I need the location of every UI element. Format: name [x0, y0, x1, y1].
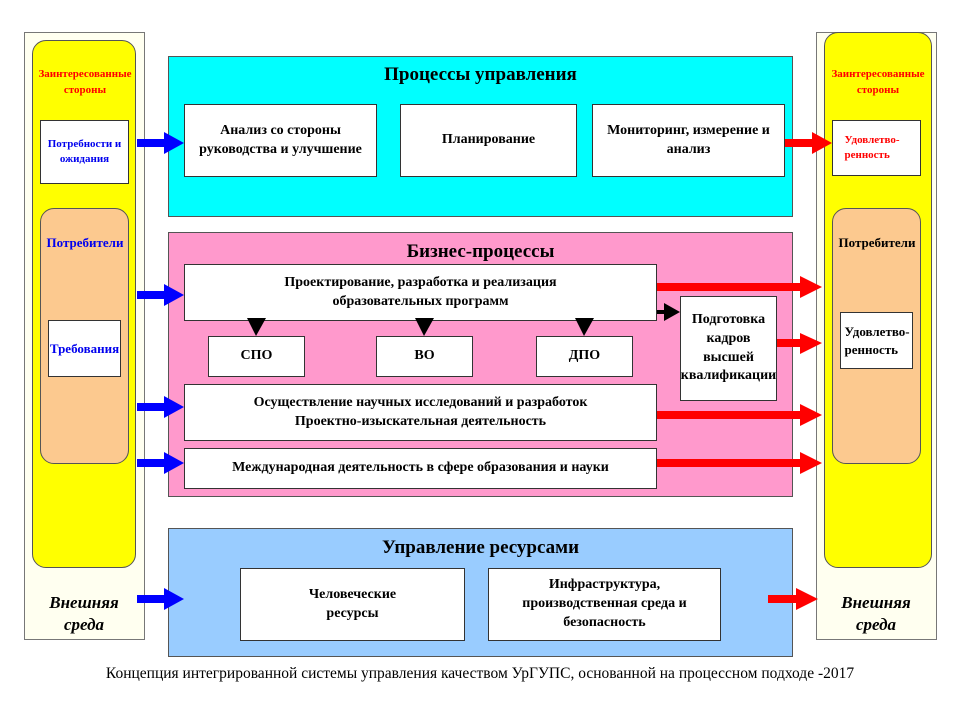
- vo-box: ВО: [376, 336, 473, 377]
- left-consumers-label: Потребители: [46, 235, 124, 250]
- design-label: Проектирование, разработка и реализация …: [284, 274, 557, 309]
- down-arrow-dpo: [575, 318, 594, 336]
- input-arrow: [137, 132, 184, 154]
- research-label: Осуществление научных исследований и раз…: [253, 394, 588, 429]
- down-arrow-vo: [415, 318, 434, 336]
- monitoring-label: Мониторинг, измерение и анализ: [607, 122, 770, 157]
- monitoring-box: Мониторинг, измерение и анализ: [592, 104, 785, 177]
- right-stakeholders-label: Заинтересованные стороны: [831, 67, 925, 97]
- spo-label: СПО: [240, 348, 273, 364]
- planning-label: Планирование: [441, 132, 536, 148]
- internal-arrows: [247, 303, 680, 336]
- output-arrow: [657, 452, 822, 474]
- output-arrows: [657, 132, 832, 610]
- right-consumers-label: Потребители: [838, 235, 916, 250]
- left-needs-label: Потребности и ожидания: [47, 138, 122, 165]
- output-arrow: [785, 132, 832, 154]
- input-arrow: [137, 588, 184, 610]
- dpo-label: ДПО: [568, 348, 601, 364]
- input-arrows: [137, 132, 184, 610]
- infrastructure-box: Инфраструктура, производственная среда и…: [488, 568, 721, 641]
- left-stakeholders-label: Заинтересованные стороны: [38, 67, 132, 97]
- right-satisfaction-top-label: Удовлетво-ренность: [844, 134, 900, 161]
- output-arrow: [657, 276, 822, 298]
- input-arrow: [137, 284, 184, 306]
- output-arrow: [768, 588, 818, 610]
- design-box: Проектирование, разработка и реализация …: [184, 264, 657, 321]
- dpo-box: ДПО: [536, 336, 633, 377]
- training-box: Подготовка кадров высшей квалификации: [680, 296, 777, 401]
- infrastructure-label: Инфраструктура, производственная среда и…: [522, 577, 687, 630]
- output-arrow: [657, 404, 822, 426]
- right-satisfaction-label: Удовлетво-ренность: [844, 323, 910, 357]
- left-requirements-label: Требования: [49, 340, 120, 356]
- right-satisfaction-top-box: Удовлетво-ренность: [832, 120, 921, 176]
- human-resources-label: Человеческие ресурсы: [308, 586, 397, 621]
- left-needs-box: Потребности и ожидания: [40, 120, 129, 184]
- down-arrow-spo: [247, 318, 266, 336]
- spo-box: СПО: [208, 336, 305, 377]
- input-arrow: [137, 452, 184, 474]
- business-title: Бизнес-процессы: [406, 241, 555, 262]
- training-arrow: [657, 303, 680, 321]
- analysis-box: Анализ со стороны руководства и улучшени…: [184, 104, 377, 177]
- training-label: Подготовка кадров высшей квалификации: [680, 311, 777, 384]
- output-arrow: [777, 333, 822, 354]
- right-external-label: Внешняя среда: [841, 592, 911, 634]
- international-box: Международная деятельность в сфере образ…: [184, 448, 657, 489]
- planning-box: Планирование: [400, 104, 577, 177]
- management-title: Процессы управления: [384, 64, 577, 85]
- right-satisfaction-box: Удовлетво-ренность: [840, 312, 913, 369]
- international-label: Международная деятельность в сфере образ…: [232, 460, 609, 476]
- left-external-label: Внешняя среда: [49, 592, 119, 634]
- resources-title: Управление ресурсами: [381, 537, 580, 558]
- input-arrow: [137, 396, 184, 418]
- vo-label: ВО: [414, 348, 435, 364]
- human-resources-box: Человеческие ресурсы: [240, 568, 465, 641]
- research-box: Осуществление научных исследований и раз…: [184, 384, 657, 441]
- analysis-label: Анализ со стороны руководства и улучшени…: [199, 122, 362, 157]
- diagram-caption: Концепция интегрированной системы управл…: [105, 665, 855, 682]
- left-requirements-box: Требования: [48, 320, 121, 377]
